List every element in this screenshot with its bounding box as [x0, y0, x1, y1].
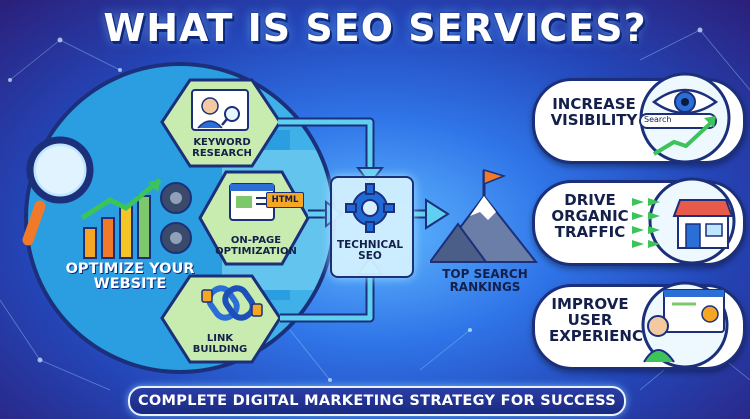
growth-chart-icon	[80, 178, 162, 259]
technical-gear-icon	[345, 183, 395, 233]
keyword-research-icon	[191, 89, 249, 131]
mountain-flag-icon	[430, 168, 539, 263]
eye-search-icon	[639, 72, 731, 164]
magnifier-icon	[22, 136, 94, 246]
link-chain-icon	[201, 285, 263, 321]
webpage-icon	[229, 183, 275, 221]
gears-icon	[160, 182, 192, 254]
html-tag: HTML	[266, 192, 304, 208]
banner-text: COMPLETE DIGITAL MARKETING STRATEGY FOR …	[137, 393, 617, 409]
bottom-banner: COMPLETE DIGITAL MARKETING STRATEGY FOR …	[128, 386, 626, 416]
user-experience-icon	[641, 281, 729, 369]
page-title: WHAT IS SEO SERVICES?	[103, 6, 647, 50]
traffic-store-icon	[632, 177, 736, 265]
search-placeholder: Search	[644, 115, 672, 124]
